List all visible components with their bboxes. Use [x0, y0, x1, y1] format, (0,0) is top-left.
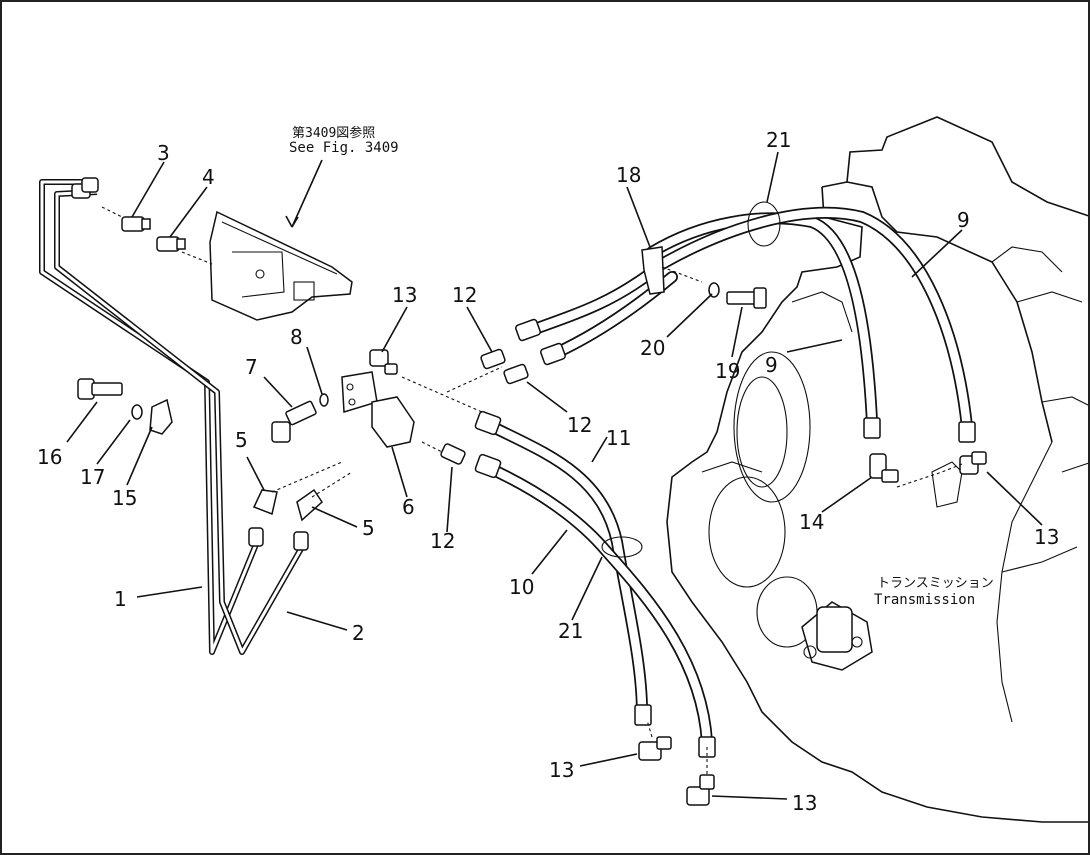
- fitting-12-upper: [480, 348, 529, 385]
- callout-19: 19: [715, 359, 740, 383]
- callout-20: 20: [640, 336, 665, 360]
- callout-8: 8: [290, 325, 303, 349]
- callout-1: 1: [114, 587, 127, 611]
- reference-text-jp: 第3409図参照: [292, 125, 375, 141]
- callout-13-bottom-right: 13: [792, 791, 817, 815]
- fitting-14: [869, 453, 899, 483]
- washer-17: [131, 404, 143, 420]
- callout-13-bottom-left: 13: [549, 758, 574, 782]
- callout-12-upper: 12: [452, 283, 477, 307]
- callout-9-mid: 9: [765, 353, 778, 377]
- callout-16: 16: [37, 445, 62, 469]
- bolt-19: [726, 287, 767, 309]
- transmission-label-jp: トランスミッション: [877, 576, 994, 591]
- callout-10: 10: [509, 575, 534, 599]
- callout-7: 7: [245, 355, 258, 379]
- callout-21-bottom: 21: [558, 619, 583, 643]
- fitting-4: [156, 236, 186, 252]
- hose-9-pair: [646, 206, 976, 443]
- pipe-1-2: [39, 177, 309, 655]
- elbow-13-bottom-a: [638, 736, 672, 761]
- callout-12-right: 12: [567, 413, 592, 437]
- bolt-16: [77, 378, 123, 400]
- reference-text-en: See Fig. 3409: [289, 140, 399, 156]
- valve-assembly: [209, 210, 353, 321]
- clamp-21-top: [747, 201, 781, 247]
- callout-9-top: 9: [957, 208, 970, 232]
- callout-13-block: 13: [392, 283, 417, 307]
- callout-5-left: 5: [235, 428, 248, 452]
- callout-15: 15: [112, 486, 137, 510]
- elbow-13-bottom-b: [686, 774, 715, 806]
- callout-12-lower: 12: [430, 529, 455, 553]
- callout-6: 6: [402, 495, 415, 519]
- callout-11: 11: [606, 426, 631, 450]
- callout-14: 14: [799, 510, 824, 534]
- elbow-5-right: [296, 488, 323, 522]
- clamp-15: [149, 398, 173, 435]
- callout-3: 3: [157, 141, 170, 165]
- callout-4: 4: [202, 165, 215, 189]
- bolt-7: [271, 400, 317, 443]
- fitting-12-left: [440, 443, 466, 465]
- transmission-housing: [666, 116, 1088, 823]
- block-6: [341, 371, 415, 448]
- leader-lines: [66, 151, 1043, 800]
- callout-2: 2: [352, 621, 365, 645]
- fitting-3: [121, 216, 151, 232]
- washer-8: [319, 393, 329, 407]
- callout-21-top: 21: [766, 128, 791, 152]
- callout-5-right: 5: [362, 516, 375, 540]
- elbow-13-right: [959, 451, 987, 475]
- clamp-21-bottom: [601, 536, 643, 558]
- elbow-13-block: [369, 349, 398, 375]
- callout-17: 17: [80, 465, 105, 489]
- callout-13-right: 13: [1034, 525, 1059, 549]
- transmission-label-en: Transmission: [874, 592, 975, 608]
- reference-leader: [291, 159, 323, 228]
- hose-10-11: [474, 410, 716, 758]
- callout-18: 18: [616, 163, 641, 187]
- bracket-18: [641, 246, 665, 295]
- elbow-5-left: [252, 489, 278, 516]
